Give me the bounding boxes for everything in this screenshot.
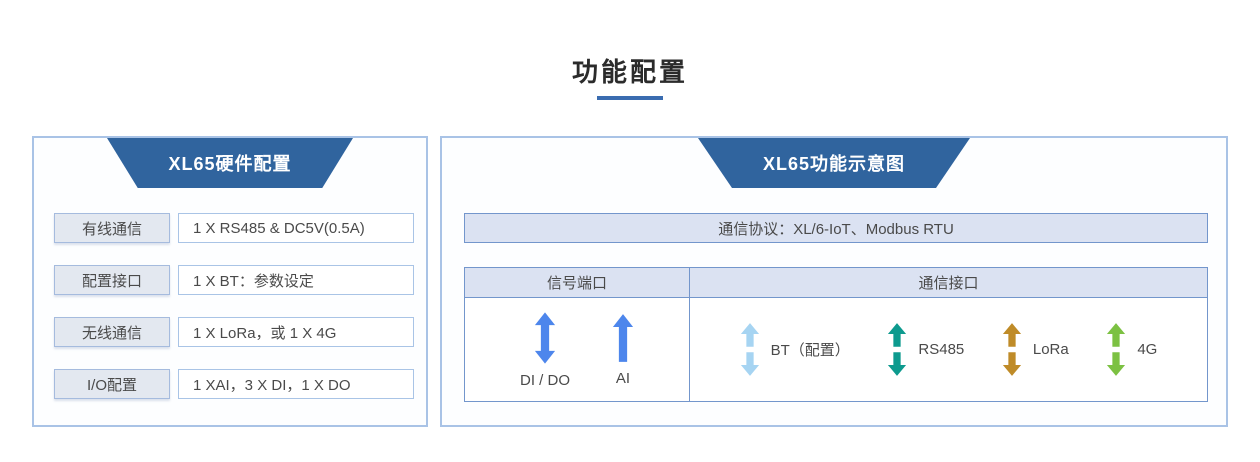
table-row: 有线通信 1 X RS485 & DC5V(0.5A): [54, 213, 414, 243]
comm-interfaces-header: 通信接口: [918, 275, 979, 292]
comm-item-label: RS485: [918, 341, 965, 358]
row-label: I/O配置: [54, 369, 170, 399]
comm-item-4g: 4G: [1106, 321, 1157, 378]
signal-item-ai: AI: [612, 313, 634, 387]
row-value: 1 XAI，3 X DI，1 X DO: [178, 369, 414, 399]
signal-ports-cell: DI / DO AI: [465, 298, 690, 401]
signal-item-label: DI / DO: [519, 371, 570, 389]
comm-item-label: LoRa: [1032, 341, 1069, 358]
hardware-config-header: XL65硬件配置: [107, 138, 353, 188]
row-value: 1 X BT：参数设定: [178, 265, 414, 295]
split-double-arrow-icon: [740, 323, 759, 376]
row-label: 无线通信: [54, 317, 170, 347]
function-diagram-title: XL65功能示意图: [762, 154, 906, 174]
signal-item-label: AI: [615, 369, 631, 387]
row-value: 1 X LoRa，或 1 X 4G: [178, 317, 414, 347]
table-row: 配置接口 1 X BT：参数设定: [54, 265, 414, 295]
protocol-bar: 通信协议：XL/6-IoT、Modbus RTU: [464, 213, 1208, 243]
comm-item-label: 4G: [1137, 341, 1158, 358]
panels-container: XL65硬件配置 有线通信 1 X RS485 & DC5V(0.5A) 配置接…: [0, 136, 1260, 427]
function-table: 信号端口 通信接口 DI / DO AI: [464, 267, 1208, 402]
split-double-arrow-icon: [1107, 323, 1126, 376]
page-title: 功能配置: [571, 57, 688, 87]
function-diagram-panel: XL65功能示意图 通信协议：XL/6-IoT、Modbus RTU 信号端口 …: [440, 136, 1228, 427]
comm-item-bt: BT（配置）: [740, 321, 850, 378]
row-label: 有线通信: [54, 213, 170, 243]
hardware-config-panel: XL65硬件配置 有线通信 1 X RS485 & DC5V(0.5A) 配置接…: [32, 136, 428, 427]
hardware-config-title: XL65硬件配置: [168, 154, 292, 174]
comm-item-rs485: RS485: [887, 321, 964, 378]
table-row: 无线通信 1 X LoRa，或 1 X 4G: [54, 317, 414, 347]
page-title-section: 功能配置: [0, 0, 1260, 100]
row-label: 配置接口: [54, 265, 170, 295]
title-underline: [597, 96, 663, 100]
comm-item-lora: LoRa: [1002, 321, 1069, 378]
function-diagram-header: XL65功能示意图: [698, 138, 970, 188]
split-double-arrow-icon: [1002, 323, 1021, 376]
function-table-body: DI / DO AI BT（配置）: [465, 298, 1207, 401]
comm-interfaces-cell: BT（配置） RS485 LoRa: [690, 298, 1207, 401]
up-arrow-icon: [612, 313, 634, 362]
row-value: 1 X RS485 & DC5V(0.5A): [178, 213, 414, 243]
signal-item-dido: DI / DO: [520, 311, 570, 389]
split-double-arrow-icon: [888, 323, 907, 376]
hardware-config-rows: 有线通信 1 X RS485 & DC5V(0.5A) 配置接口 1 X BT：…: [54, 213, 414, 421]
function-table-header: 信号端口 通信接口: [465, 268, 1207, 298]
double-arrow-icon: [534, 311, 556, 364]
comm-item-label: BT（配置）: [770, 342, 850, 359]
table-row: I/O配置 1 XAI，3 X DI，1 X DO: [54, 369, 414, 399]
signal-ports-header: 信号端口: [465, 268, 690, 297]
